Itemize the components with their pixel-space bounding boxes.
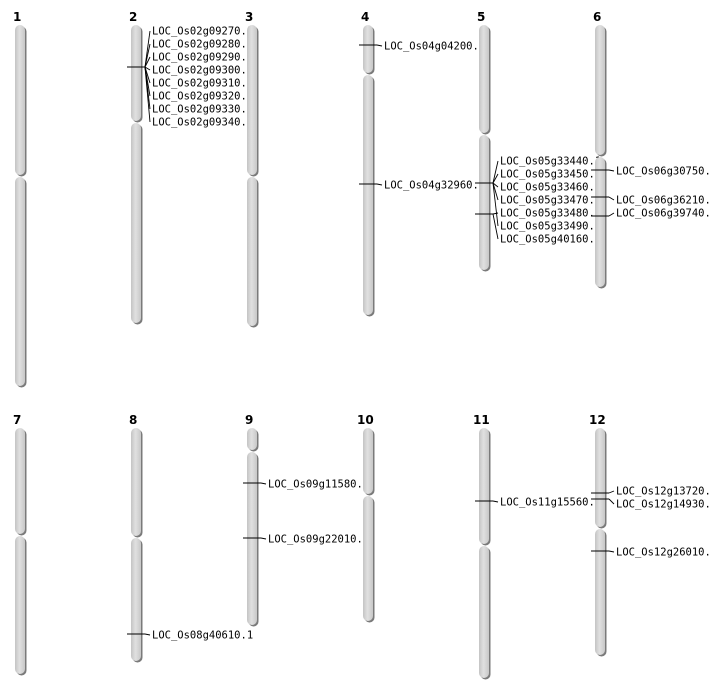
gene-label: LOC_Os05g33460.1 bbox=[500, 182, 601, 194]
chromosome-long-arm bbox=[595, 529, 605, 655]
gene-label: LOC_Os02g09330.1 bbox=[152, 104, 253, 116]
chromosome-long-arm bbox=[131, 538, 141, 661]
chromosome-label: 5 bbox=[477, 10, 485, 24]
chromosome-long-arm bbox=[363, 496, 373, 621]
chromosome-short-arm bbox=[363, 25, 373, 73]
chromosome-long-arm bbox=[247, 177, 257, 326]
gene-connector bbox=[144, 30, 151, 68]
gene-label: LOC_Os06g30750.1 bbox=[616, 166, 712, 178]
gene-label: LOC_Os12g13720.1 bbox=[616, 486, 712, 498]
chromosome-long-arm bbox=[363, 75, 373, 315]
gene-label: LOC_Os09g11580.1 bbox=[268, 479, 369, 491]
gene-label: LOC_Os06g39740.1 bbox=[616, 208, 712, 220]
chromosome-short-arm bbox=[15, 428, 25, 534]
gene-connector bbox=[492, 173, 499, 184]
chromosome-short-arm bbox=[131, 25, 141, 121]
gene-label: LOC_Os05g40160.1 bbox=[500, 234, 601, 246]
gene-label: LOC_Os02g09270.1 bbox=[152, 26, 253, 38]
chromosome-label: 11 bbox=[473, 413, 490, 427]
chromosome-long-arm bbox=[15, 536, 25, 674]
gene-connector bbox=[492, 213, 499, 240]
chromosome-label: 3 bbox=[245, 10, 253, 24]
gene-label: LOC_Os05g33440.1 bbox=[500, 156, 601, 168]
gene-connector bbox=[144, 66, 151, 123]
gene-label: LOC_Os02g09300.1 bbox=[152, 65, 253, 77]
chromosome-long-arm bbox=[479, 546, 489, 678]
gene-connector bbox=[376, 44, 383, 47]
gene-connector bbox=[144, 633, 151, 636]
chromosome-short-arm bbox=[479, 25, 489, 133]
gene-connector bbox=[144, 43, 151, 68]
chromosome-short-arm bbox=[479, 428, 489, 544]
chromosome-label: 6 bbox=[593, 10, 601, 24]
gene-label: LOC_Os05g33450.1 bbox=[500, 169, 601, 181]
gene-connector bbox=[608, 169, 615, 172]
gene-connector bbox=[492, 212, 499, 215]
chromosome-long-arm bbox=[479, 135, 489, 270]
gene-label: LOC_Os02g09290.1 bbox=[152, 52, 253, 64]
gene-connector bbox=[144, 56, 151, 68]
gene-label: LOC_Os11g15560.1 bbox=[500, 497, 601, 509]
gene-connector bbox=[260, 537, 267, 540]
gene-connector bbox=[144, 66, 151, 71]
gene-label: LOC_Os02g09310.1 bbox=[152, 78, 253, 90]
chromosome-short-arm bbox=[595, 25, 605, 155]
chromosome-label: 2 bbox=[129, 10, 137, 24]
chromosome-short-arm bbox=[15, 25, 25, 175]
chromosome-short-arm bbox=[247, 428, 257, 450]
gene-label: LOC_Os02g09320.1 bbox=[152, 91, 253, 103]
gene-label: LOC_Os08g40610.1 bbox=[152, 630, 253, 642]
gene-label: LOC_Os05g33480.1 bbox=[500, 208, 601, 220]
gene-connector bbox=[608, 498, 615, 505]
gene-connector bbox=[492, 160, 499, 184]
chromosome-label: 12 bbox=[589, 413, 606, 427]
gene-label: LOC_Os06g36210.1 bbox=[616, 195, 712, 207]
gene-label: LOC_Os04g32960.1 bbox=[384, 180, 485, 192]
chromosome-short-arm bbox=[131, 428, 141, 536]
gene-connector bbox=[260, 482, 267, 485]
gene-connector bbox=[608, 490, 615, 494]
chromosome-long-arm bbox=[131, 123, 141, 323]
gene-label: LOC_Os04g04200.1 bbox=[384, 41, 485, 53]
gene-connector bbox=[492, 182, 499, 188]
gene-label: LOC_Os02g09340.1 bbox=[152, 117, 253, 129]
gene-label: LOC_Os05g33470.1 bbox=[500, 195, 601, 207]
gene-label: LOC_Os05g33490.1 bbox=[500, 221, 601, 233]
gene-connector bbox=[376, 183, 383, 186]
gene-connector bbox=[608, 212, 615, 217]
chromosome-long-arm bbox=[15, 177, 25, 386]
chromosome-label: 7 bbox=[13, 413, 21, 427]
gene-label: LOC_Os12g26010.1 bbox=[616, 547, 712, 559]
gene-connector bbox=[608, 550, 615, 553]
chromosome-label: 4 bbox=[361, 10, 369, 24]
gene-connector bbox=[492, 182, 499, 201]
chromosome-label: 1 bbox=[13, 10, 21, 24]
gene-label: LOC_Os02g09280.1 bbox=[152, 39, 253, 51]
chromosome-long-arm bbox=[595, 157, 605, 287]
gene-label: LOC_Os12g14930.1 bbox=[616, 499, 712, 511]
chromosome-short-arm bbox=[363, 428, 373, 494]
gene-connector bbox=[492, 182, 499, 227]
chromosome-label: 9 bbox=[245, 413, 253, 427]
gene-connector bbox=[608, 196, 615, 201]
chromosome-label: 8 bbox=[129, 413, 137, 427]
chromosome-short-arm bbox=[247, 25, 257, 175]
gene-label: LOC_Os09g22010.1 bbox=[268, 534, 369, 546]
chromosome-short-arm bbox=[595, 428, 605, 527]
chromosome-label: 10 bbox=[357, 413, 374, 427]
gene-connector bbox=[492, 500, 499, 503]
